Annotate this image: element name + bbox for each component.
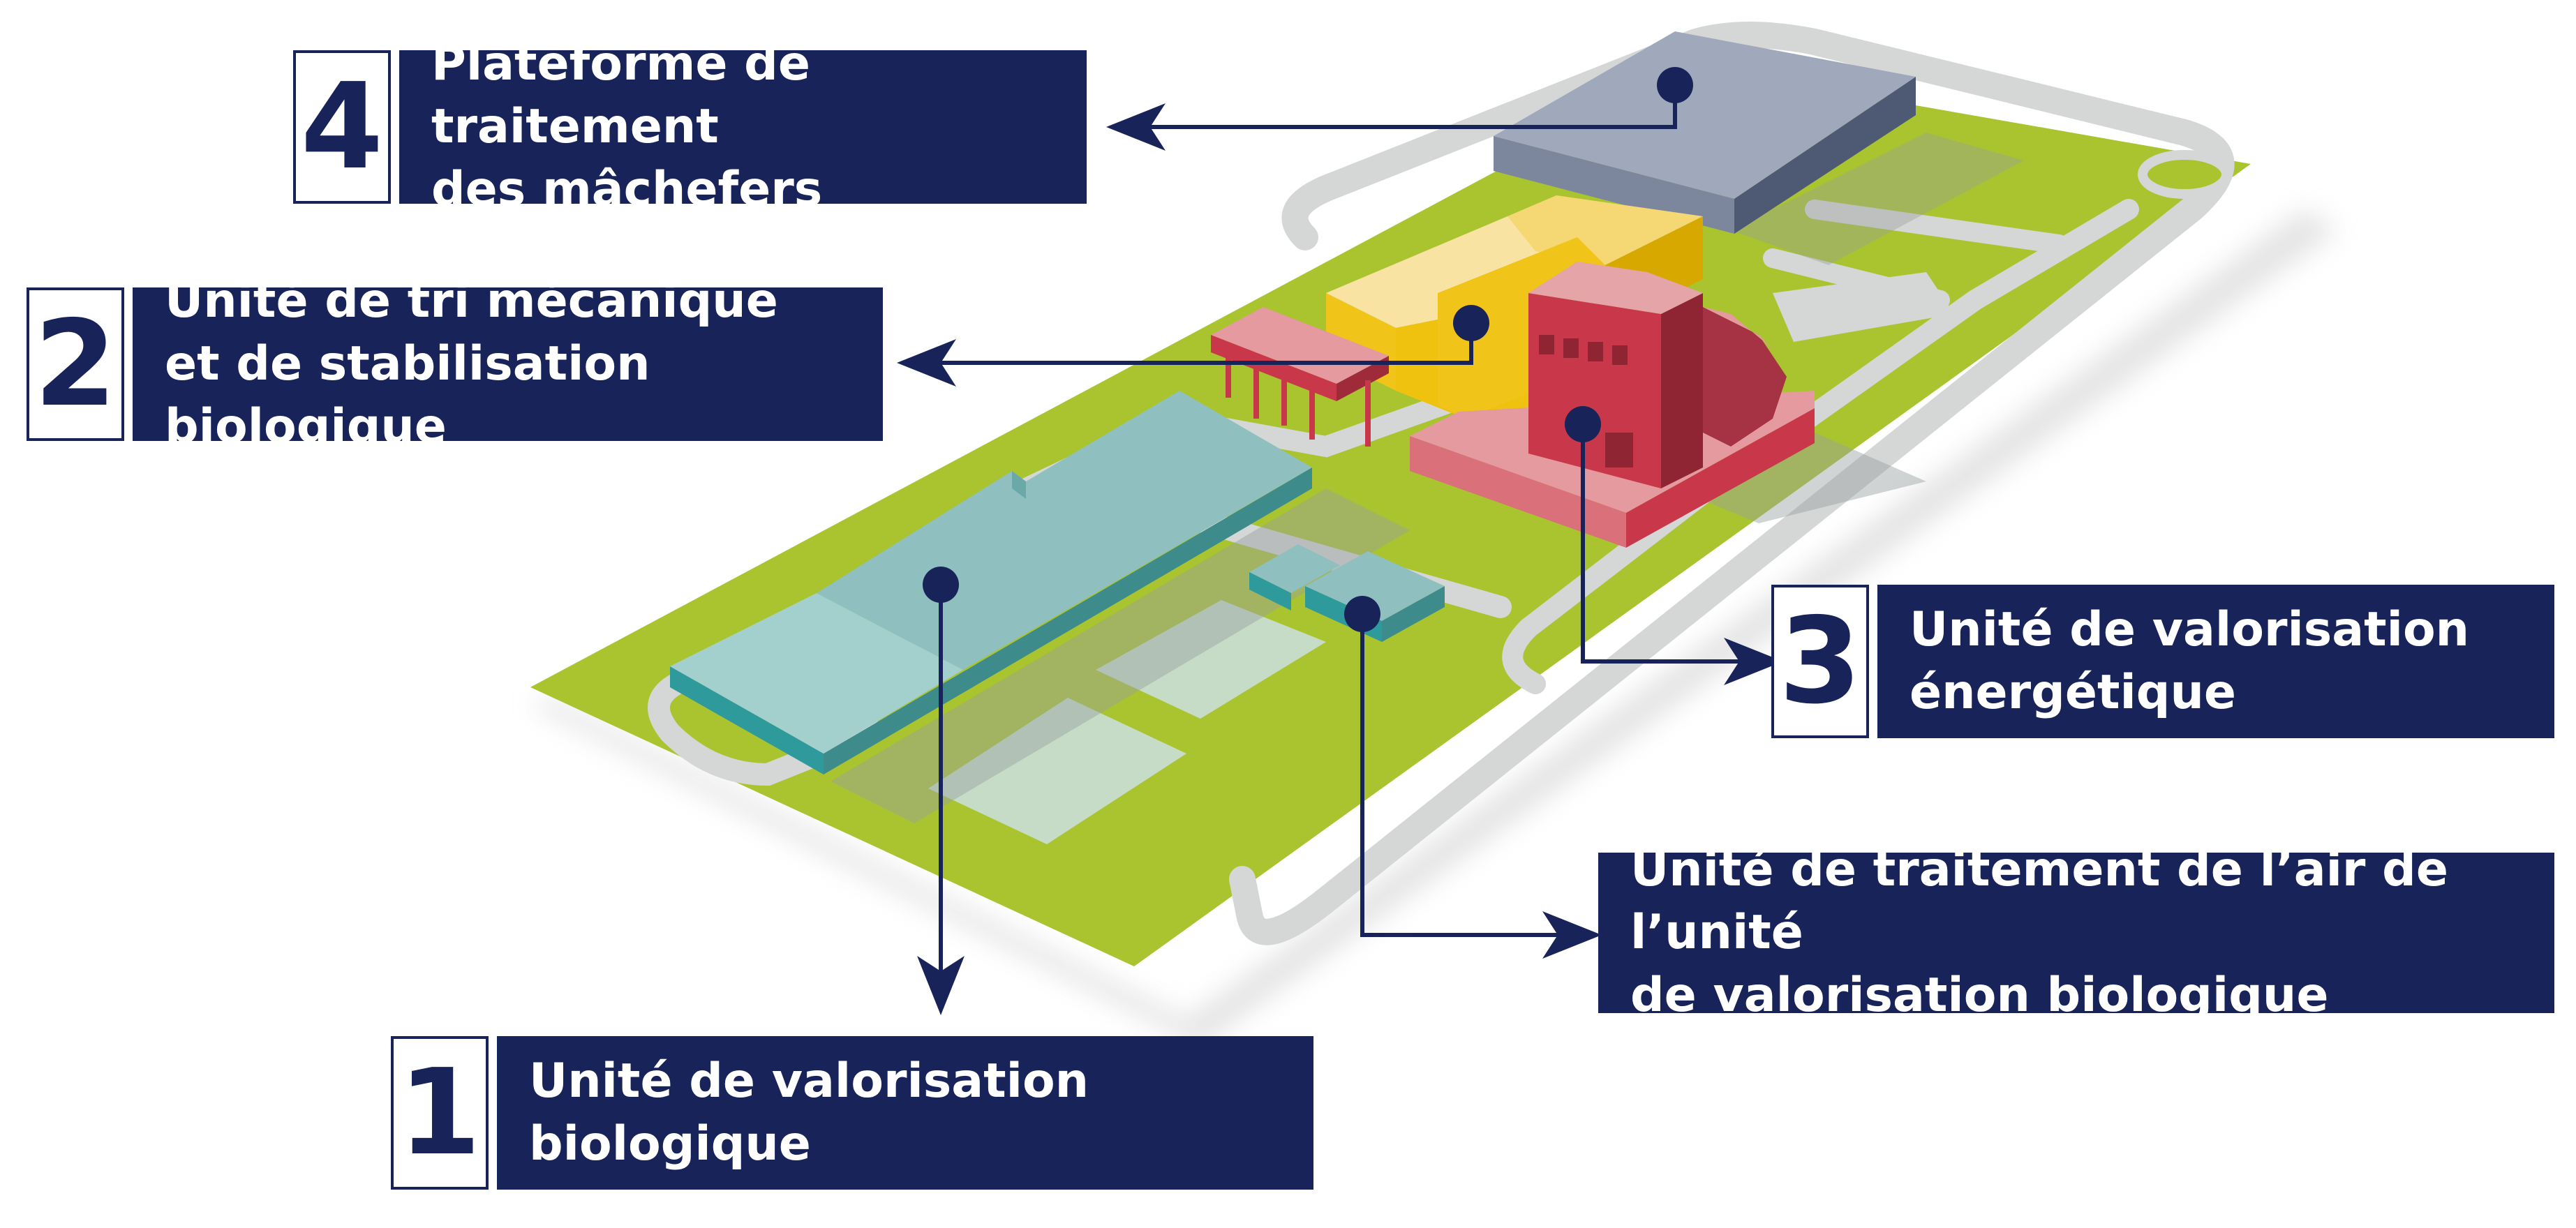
canopy-edge-end: [1337, 356, 1389, 401]
label-air-text: Unité de traitement de l’air de l’unité …: [1630, 839, 2522, 1026]
label-1-line-1: Unité de valorisation biologique: [529, 1054, 1089, 1171]
marker-dot-3: [1565, 406, 1601, 442]
arrowhead-3: [1724, 638, 1783, 685]
label-1-box: Unité de valorisation biologique: [497, 1036, 1313, 1190]
building-2-roof-light: [1326, 216, 1577, 328]
label-air-line-1: Unité de traitement de l’air de l’unité: [1630, 842, 2448, 961]
connector-air: [1360, 614, 1577, 937]
marker-dot-1: [923, 567, 959, 603]
label-2-line-2: et de stabilisation biologique: [165, 336, 650, 454]
label-air-box: Unité de traitement de l’air de l’unité …: [1598, 842, 2554, 1023]
building-3-base-side: [1626, 408, 1815, 548]
arrowhead-4: [1106, 103, 1166, 151]
label-4-text: Plateforme de traitement des mâchefers: [431, 33, 1055, 220]
building-4-front: [1494, 136, 1734, 234]
label-3-box: Unité de valorisation énergétique: [1877, 585, 2554, 738]
air-unit-building-a: [1249, 544, 1340, 593]
roundabout: [2138, 150, 2231, 199]
building-3-base-front: [1410, 436, 1626, 548]
building-3-windows: [1539, 335, 1633, 467]
inner-road-right: [1502, 199, 2139, 694]
building-4-roof: [1494, 31, 1916, 199]
building-3-shadow: [1675, 433, 1926, 523]
label-1-number: 1: [391, 1036, 489, 1190]
paved-lot-3: [1773, 272, 1954, 342]
label-3-text: Unité de valorisation énergétique: [1909, 599, 2469, 724]
label-2-box: Unité de tri mécanique et de stabilisati…: [133, 274, 883, 454]
arrowhead-1: [917, 956, 965, 1015]
building-3-main-side: [1661, 293, 1703, 488]
label-3-line-2: énergétique: [1909, 665, 2236, 720]
label-4-line-1: Plateforme de traitement: [431, 36, 810, 155]
marker-dot-air: [1344, 596, 1380, 632]
air-unit-building-a-side: [1249, 572, 1291, 611]
label-1-text: Unité de valorisation biologique: [529, 1050, 1281, 1176]
label-2-number: 2: [27, 287, 124, 441]
paved-lot-2: [1096, 600, 1326, 719]
connector-3: [1581, 424, 1759, 664]
air-unit-building-b-end: [1382, 586, 1445, 642]
label-3-number: 3: [1771, 585, 1869, 738]
label-4-line-2: des mâchefers: [431, 161, 823, 217]
building-1-front: [670, 666, 824, 774]
building-4-side: [1734, 77, 1916, 234]
canopy-pillars: [1226, 352, 1371, 447]
label-air-line-2: de valorisation biologique: [1630, 967, 2329, 1023]
marker-dot-4: [1657, 67, 1693, 103]
paved-lot-1: [928, 698, 1186, 844]
label-3-line-1: Unité de valorisation: [1909, 602, 2470, 658]
marker-dot-2: [1453, 305, 1489, 341]
inner-road-left: [648, 475, 1512, 786]
canopy-edge: [1211, 335, 1337, 401]
label-4-number: 4: [293, 50, 391, 204]
arrowhead-2: [897, 339, 956, 387]
label-2-text: Unité de tri mécanique et de stabilisati…: [165, 270, 851, 458]
building-3-annex: [1703, 307, 1787, 447]
building-4-shadow: [1731, 133, 2024, 265]
building-1-roof-step: [1012, 471, 1026, 499]
building-3-roof: [1528, 262, 1703, 314]
building-1-roof-low: [670, 593, 963, 754]
label-4-box: Plateforme de traitement des mâchefers: [399, 36, 1087, 217]
outer-road: [1229, 22, 2235, 945]
label-2-line-1: Unité de tri mécanique: [165, 274, 778, 329]
building-1-side: [824, 467, 1312, 774]
air-unit-building-b: [1305, 551, 1445, 621]
arrowhead-air: [1542, 911, 1602, 959]
